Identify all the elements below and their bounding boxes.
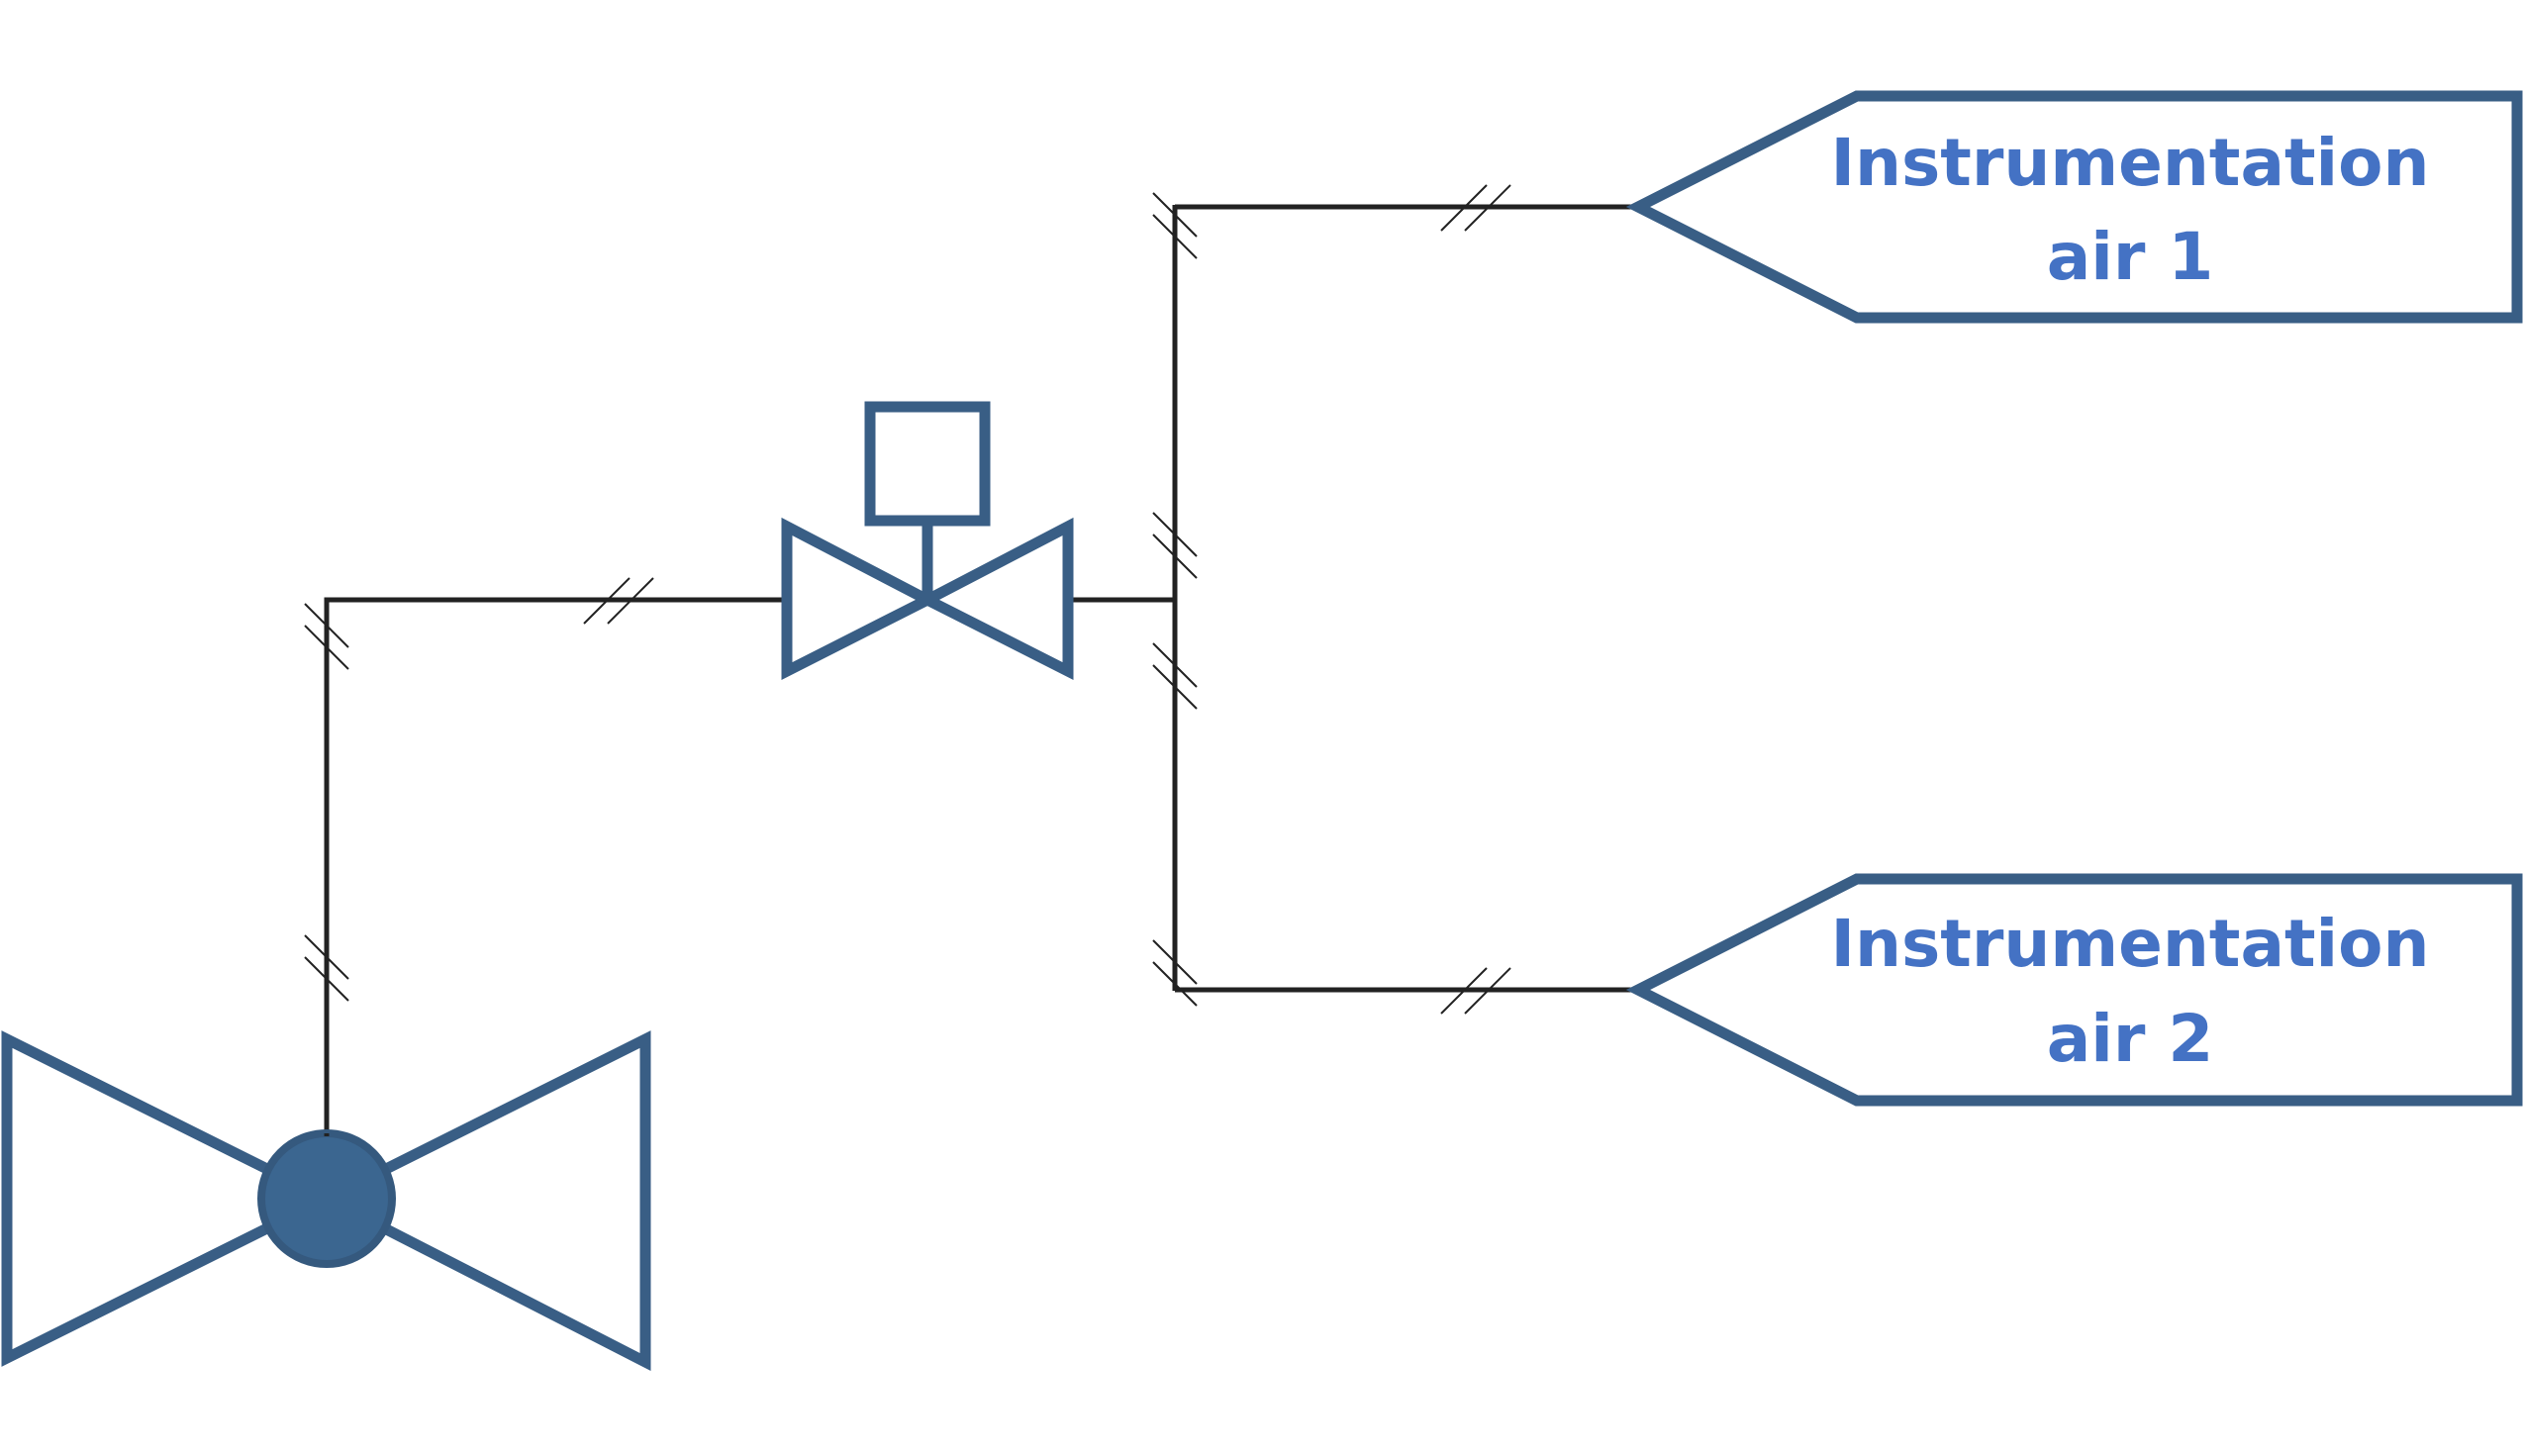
ball-valve-right-triangle [314, 1030, 651, 1371]
connector-air-1-label-line1: Instrumentation [1830, 125, 2429, 201]
connector-air-2-label-line1: Instrumentation [1830, 906, 2429, 982]
hatch-mark [304, 603, 349, 670]
off-page-connector-air-1[interactable]: Instrumentation air 1 [1625, 90, 2523, 324]
hatch-mark [1440, 967, 1511, 1015]
off-page-connector-air-2[interactable]: Instrumentation air 2 [1625, 873, 2523, 1107]
hatch-mark [1152, 939, 1198, 1007]
off-page-connector-icon [1625, 90, 2523, 324]
off-page-connector-icon [1625, 873, 2523, 1107]
connector-air-1-label-line2: air 1 [2047, 219, 2214, 295]
hatch-mark [1152, 642, 1198, 710]
ball-valve-ball [257, 1129, 396, 1268]
connector-air-2-label-line2: air 2 [2047, 1001, 2214, 1077]
solenoid-valve-icon[interactable] [781, 401, 1074, 680]
solenoid-actuator-box [864, 401, 991, 527]
hatch-mark [583, 577, 654, 625]
signal-hatch-marks [304, 184, 1511, 1015]
ball-valve-icon[interactable] [1, 1030, 651, 1371]
ball-valve-left-triangle [1, 1030, 340, 1367]
solenoid-valve-right-triangle [915, 517, 1074, 680]
hatch-mark [1152, 192, 1198, 259]
hatch-mark [1440, 184, 1511, 232]
pipe-lines [324, 204, 1638, 1136]
hatch-mark [304, 934, 349, 1002]
pipe-ball-valve-to-solenoid [324, 597, 787, 1136]
hatch-mark [1152, 512, 1198, 579]
solenoid-valve-left-triangle [781, 517, 940, 680]
